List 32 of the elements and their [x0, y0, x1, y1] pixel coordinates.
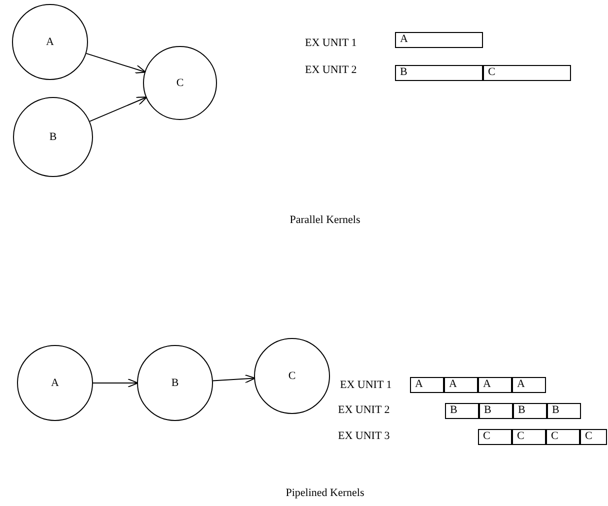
- kernel-circle: C: [143, 46, 217, 120]
- schedule-bar: A: [410, 377, 444, 393]
- arrow: [212, 374, 256, 384]
- unit-label: EX UNIT 3: [338, 430, 390, 442]
- unit-label: EX UNIT 1: [340, 379, 392, 391]
- schedule-bar: C: [580, 429, 607, 445]
- kernel-circle: B: [13, 97, 93, 177]
- arrow: [89, 96, 148, 122]
- kernel-circle: C: [254, 338, 330, 414]
- schedule-bar: A: [395, 32, 483, 48]
- schedule-bar: B: [547, 403, 581, 419]
- schedule-bar: B: [445, 403, 479, 419]
- kernel-circle: A: [17, 345, 93, 421]
- caption: Pipelined Kernels: [286, 487, 364, 499]
- schedule-bar: B: [395, 65, 483, 81]
- schedule-bar: B: [479, 403, 513, 419]
- arrow: [86, 52, 146, 74]
- schedule-bar: C: [478, 429, 512, 445]
- unit-label: EX UNIT 1: [305, 37, 357, 49]
- kernel-circle: A: [12, 4, 88, 80]
- arrow: [92, 378, 138, 388]
- schedule-bar: A: [478, 377, 512, 393]
- schedule-bar: C: [546, 429, 580, 445]
- unit-label: EX UNIT 2: [305, 64, 357, 76]
- caption: Parallel Kernels: [290, 214, 360, 226]
- unit-label: EX UNIT 2: [338, 404, 390, 416]
- schedule-bar: B: [513, 403, 547, 419]
- schedule-bar: C: [512, 429, 546, 445]
- schedule-bar: A: [512, 377, 546, 393]
- kernel-circle: B: [137, 345, 213, 421]
- schedule-bar: A: [444, 377, 478, 393]
- schedule-bar: C: [483, 65, 571, 81]
